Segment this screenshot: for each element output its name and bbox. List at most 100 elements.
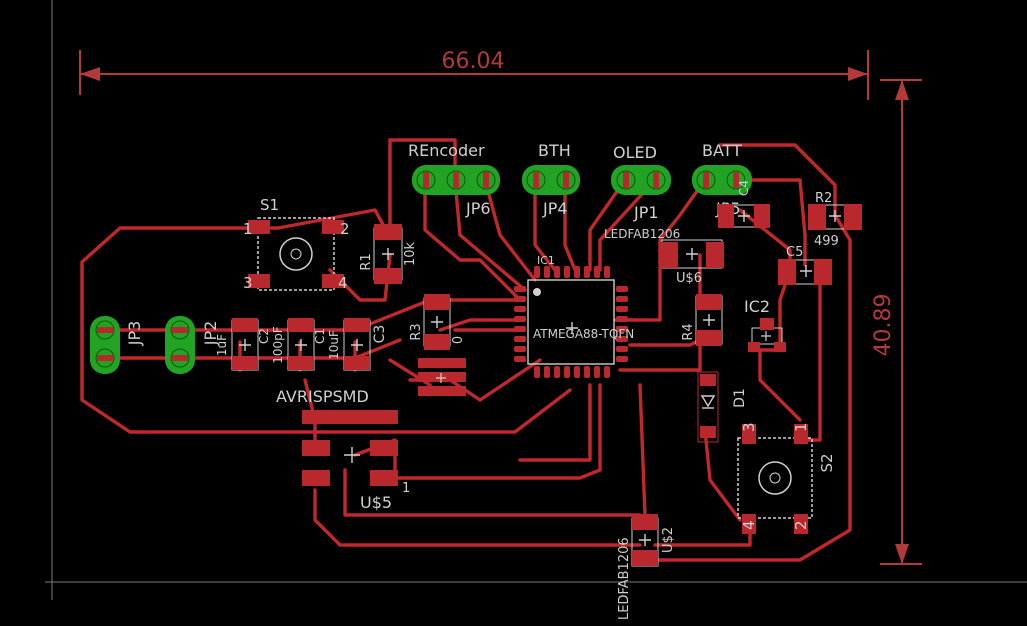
switch-s2-pin4: 4 [740,520,758,530]
ic1-pad [604,366,610,378]
isp-header-us5-label: U$5 [360,493,392,512]
switch-s1-pin3: 3 [243,274,253,292]
switch-s2-label: S2 [818,453,836,472]
header-jp3 [90,316,120,374]
ic1-pad [554,266,560,278]
led-us6-label: U$6 [676,271,702,286]
switch-s1 [248,217,344,291]
ic1-pad [616,296,628,302]
ic1-pad [604,266,610,278]
resistor-r4-label: R4 [681,323,696,340]
header-batt-label: BATT [702,141,742,160]
resistor-r4 [695,294,723,346]
header-oled-label: OLED [613,143,657,162]
header-jp2-label: JP2 [201,321,220,347]
header-bth-label: BTH [538,141,571,160]
header-jp3-label: JP3 [125,321,144,347]
pad-cluster-center [418,358,466,396]
header-jp6 [412,165,500,195]
ic1-pad [616,346,628,352]
ic1-pad [514,336,526,342]
resistor-r3-value: 0 [451,336,466,344]
switch-s1-pin2: 2 [340,220,350,238]
led-us2 [631,514,659,567]
capacitor-c2-label: C2 [257,328,271,344]
isp-header-label: AVRISPSMD [276,387,369,406]
ic1-pad [616,356,628,362]
dimension-height-label: 40.89 [871,294,896,357]
switch-s2-pin1: 1 [792,422,810,432]
capacitor-c3-label: C3 [372,325,388,344]
ic1-pad [514,326,526,332]
ic1-pad [616,286,628,292]
ic1-pad [514,346,526,352]
capacitor-c1-value: 10uF [327,330,341,360]
ic1-pad [594,266,600,278]
ic1-pad [514,356,526,362]
ic1-pad [574,266,580,278]
ic1-microcontroller [527,279,615,365]
dimension-width-label: 66.04 [442,49,505,74]
capacitor-c4 [718,204,770,228]
dimension-height [880,79,922,565]
c2-value-extra: 1uF [215,334,229,356]
ic1-pad [584,266,590,278]
resistor-r3 [423,294,451,350]
switch-s1-label: S1 [260,196,279,214]
switch-s2-pin3: 3 [740,422,758,432]
ic1-pad [514,286,526,292]
header-jp1 [611,165,671,195]
resistor-r1 [373,224,403,284]
ic1-pad [534,366,540,378]
capacitor-c1-label: C1 [313,328,327,344]
capacitor-c3 [343,318,371,371]
diode-d1-label: D1 [732,388,748,408]
header-jp6-label: JP6 [465,199,491,218]
ic1-pad [616,336,628,342]
capacitor-c1 [287,318,315,371]
resistor-r1-value: 10k [403,241,418,266]
switch-s1-pin4: 4 [338,274,348,292]
header-jp4-label: JP4 [542,199,568,218]
c4-label: C4 [737,180,751,196]
led-us6-value: LEDFAB1206 [604,227,680,241]
header-rencoder-label: REncoder [408,141,485,160]
resistor-r2 [808,204,862,230]
ic1-pad [514,306,526,312]
capacitor-c5 [778,259,832,285]
header-jp1-label: JP1 [633,203,659,222]
switch-s2-pin2: 2 [792,520,810,530]
ic1-pads [514,266,628,378]
ic1-pad [514,296,526,302]
board-outline [45,0,1027,600]
led-us2-value: LEDFAB1206 [617,537,632,620]
ic1-pad [594,366,600,378]
ic2-regulator [748,318,786,352]
resistor-r2-label: R2 [815,191,832,206]
resistor-r1-label: R1 [359,253,374,270]
led-us2-label: U$2 [661,527,676,553]
switch-s1-pin1: 1 [243,220,253,238]
ic1-pad [574,366,580,378]
isp-header-pin1: 1 [402,481,410,496]
capacitor-c2 [231,318,259,371]
ic1-pad [534,266,540,278]
ic1-pad [514,316,526,322]
header-jp4 [522,165,580,195]
capacitor-c2-value: 100pF [271,326,285,364]
resistor-r3-label: R3 [409,323,424,340]
ic1-label: IC1 [537,254,555,267]
switch-s2 [737,424,813,534]
resistor-r2-value: 499 [814,234,839,249]
ic1-value: ATMEGA88-TQFN [533,327,634,341]
isp-header-avrispsmd [302,410,398,486]
ic1-pad [544,266,550,278]
ic1-pad [584,366,590,378]
header-jp5 [692,165,752,195]
ic1-pad [544,366,550,378]
capacitor-c5-label: C5 [786,245,803,260]
led-us6 [660,239,724,269]
ic1-pad [564,366,570,378]
ic1-pad [616,326,628,332]
